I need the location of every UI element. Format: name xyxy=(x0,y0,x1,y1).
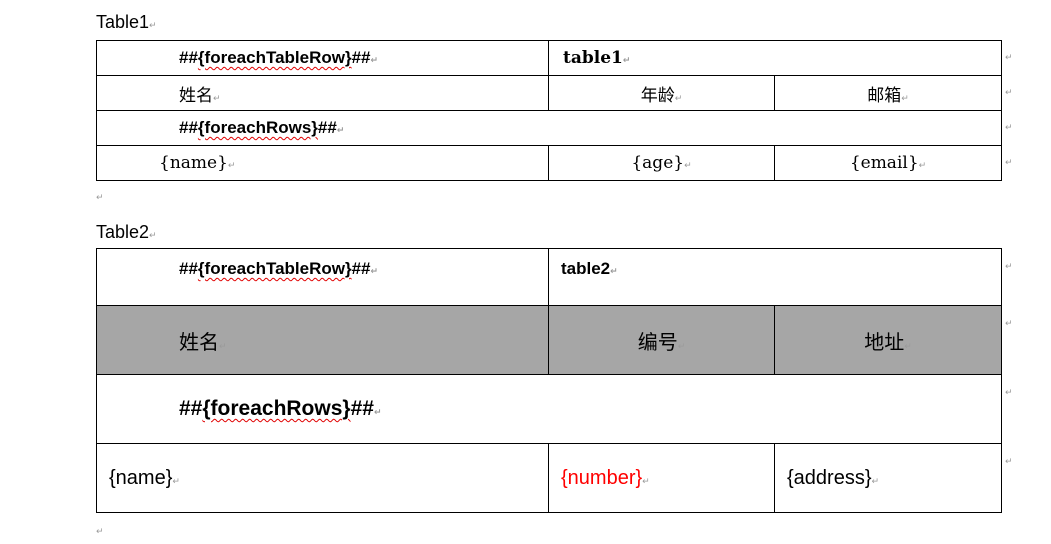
cell-mark-icon: ↵ xyxy=(871,476,880,487)
table1-name-cell[interactable]: table1↵ xyxy=(548,40,1002,76)
table2-row-template: ##{foreachTableRow}##↵ table2↵ xyxy=(96,248,1002,306)
table1-header-row: 姓名↵ 年龄↵ 邮箱↵ xyxy=(96,75,1002,111)
table1-header-name[interactable]: 姓名↵ xyxy=(96,75,549,111)
cell-mark-icon: ↵ xyxy=(227,161,236,171)
table2-data-row: {name}↵ {number}↵ {address}↵ xyxy=(96,443,1002,513)
table2-foreach-rows-cell[interactable]: ##{foreachRows}##↵ xyxy=(96,374,1002,444)
cell-mark-icon: ↵ xyxy=(610,267,618,277)
cell-mark-icon: ↵ xyxy=(370,56,379,66)
paragraph-mark-icon: ↵ xyxy=(149,231,157,241)
row-end-mark-icon: ↵ xyxy=(1005,88,1013,98)
table1-name-placeholder[interactable]: {name}↵ xyxy=(96,145,549,181)
cell-mark-icon: ↵ xyxy=(674,93,683,104)
table2-header-address[interactable]: 地址↵ xyxy=(774,305,1002,375)
row-end-mark-icon: ↵ xyxy=(1005,158,1013,168)
row-end-mark-icon: ↵ xyxy=(1005,457,1013,467)
cell-mark-icon: ↵ xyxy=(642,476,650,487)
row-end-mark-icon: ↵ xyxy=(1005,388,1013,398)
table1: ##{foreachTableRow}##↵ table1↵ 姓名↵ 年龄↵ 邮… xyxy=(96,40,1002,181)
row-end-mark-icon: ↵ xyxy=(1005,53,1013,63)
table2-foreach-table-row-cell[interactable]: ##{foreachTableRow}##↵ xyxy=(96,248,549,306)
cell-mark-icon: ↵ xyxy=(918,161,927,171)
table2-header-row: 姓名↵ 编号↵ 地址↵ xyxy=(96,305,1002,375)
table2-foreach-rows-row: ##{foreachRows}##↵ xyxy=(96,374,1002,444)
table2-title: Table2↵ xyxy=(96,222,157,242)
cell-mark-icon: ↵ xyxy=(904,341,912,352)
table2: ##{foreachTableRow}##↵ table2↵ 姓名↵ 编号↵ 地… xyxy=(96,248,1002,513)
table2-name-cell[interactable]: table2↵ xyxy=(548,248,1002,306)
cell-mark-icon: ↵ xyxy=(336,126,345,136)
cell-mark-icon: ↵ xyxy=(684,161,692,171)
table2-name-placeholder[interactable]: {name}↵ xyxy=(96,443,549,513)
row-end-mark-icon: ↵ xyxy=(1005,319,1013,329)
cell-mark-icon: ↵ xyxy=(622,56,631,66)
cell-mark-icon: ↵ xyxy=(219,341,227,352)
cell-mark-icon: ↵ xyxy=(901,93,909,104)
spellcheck-underlined-text: {foreachTableRow} xyxy=(197,48,352,67)
spellcheck-underlined-text: {foreachRows} xyxy=(197,118,318,137)
table1-data-row: {name}↵ {age}↵ {email}↵ xyxy=(96,145,1002,181)
table1-title: Table1↵ xyxy=(96,12,157,32)
cell-mark-icon: ↵ xyxy=(373,408,382,418)
table1-foreach-rows-cell[interactable]: ##{foreachRows}##↵ xyxy=(96,110,1002,146)
cell-mark-icon: ↵ xyxy=(370,267,379,277)
table2-number-placeholder[interactable]: {number}↵ xyxy=(548,443,775,513)
row-end-mark-icon: ↵ xyxy=(1005,123,1013,133)
table2-header-name[interactable]: 姓名↵ xyxy=(96,305,549,375)
table2-address-placeholder[interactable]: {address}↵ xyxy=(774,443,1002,513)
table1-header-age[interactable]: 年龄↵ xyxy=(548,75,775,111)
paragraph-mark-icon: ↵ xyxy=(96,193,104,203)
table1-email-placeholder[interactable]: {email}↵ xyxy=(774,145,1002,181)
table1-foreach-table-row-cell[interactable]: ##{foreachTableRow}##↵ xyxy=(96,40,549,76)
cell-mark-icon: ↵ xyxy=(172,476,180,487)
table2-header-number[interactable]: 编号↵ xyxy=(548,305,775,375)
table1-age-placeholder[interactable]: {age}↵ xyxy=(548,145,775,181)
cell-mark-icon: ↵ xyxy=(677,341,686,352)
paragraph-mark-icon: ↵ xyxy=(96,527,104,537)
table1-header-email[interactable]: 邮箱↵ xyxy=(774,75,1002,111)
table1-foreach-rows-row: ##{foreachRows}##↵ xyxy=(96,110,1002,146)
table1-row-template: ##{foreachTableRow}##↵ table1↵ xyxy=(96,40,1002,76)
spellcheck-underlined-text: {foreachTableRow} xyxy=(197,259,352,278)
spellcheck-underlined-text: {foreachRows} xyxy=(202,397,351,420)
paragraph-mark-icon: ↵ xyxy=(149,21,157,31)
row-end-mark-icon: ↵ xyxy=(1005,262,1013,272)
cell-mark-icon: ↵ xyxy=(213,93,221,104)
